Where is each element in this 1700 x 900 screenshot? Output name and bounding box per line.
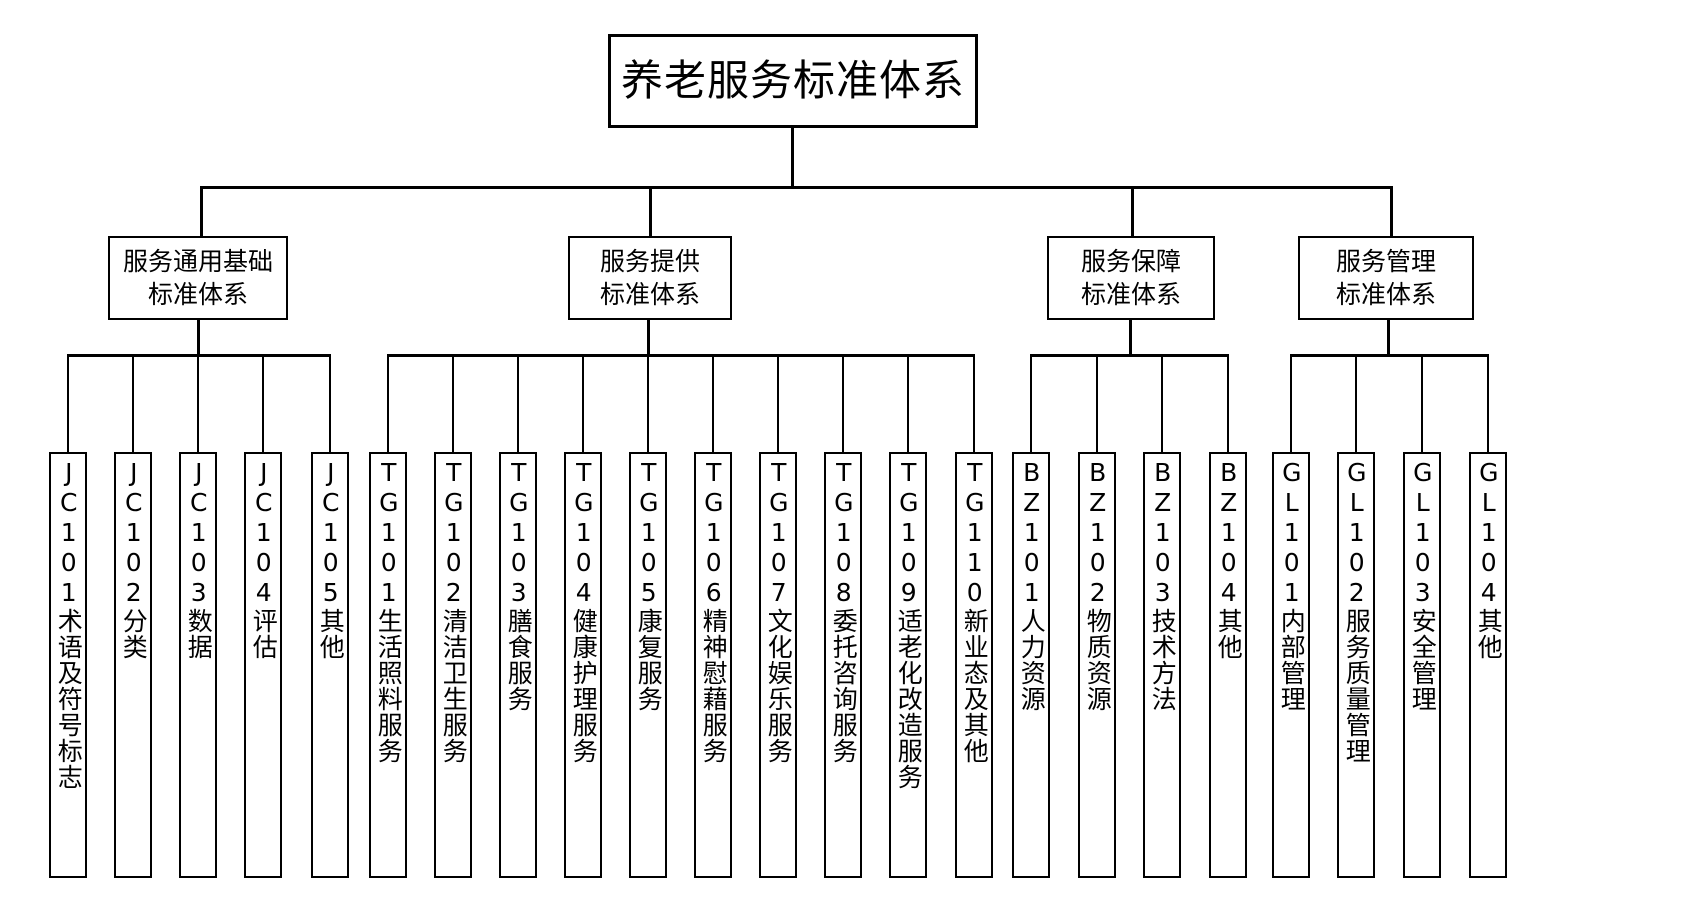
leaf-node-bz103-label: BZ103技术方法 [1148,458,1178,712]
leaf-node-jc102[interactable]: JC102分类 [114,452,152,878]
leaf-node-jc101-label: JC101术语及符号标志 [54,458,84,790]
connector-root-bus [200,186,1393,189]
leaf-node-jc104[interactable]: JC104评估 [244,452,282,878]
root-node[interactable]: 养老服务标准体系 [608,34,978,128]
branch-node-bz[interactable]: 服务保障 标准体系 [1047,236,1215,320]
leaf-node-gl102-label: GL102服务质量管理 [1342,458,1372,764]
connector-tg-drop-1 [387,354,389,452]
leaf-node-tg106-label: TG106精神慰藉服务 [699,458,729,764]
leaf-node-tg108[interactable]: TG108委托咨询服务 [824,452,862,878]
connector-tg-drop-7 [777,354,779,452]
leaf-node-jc105-label: JC105其他 [316,458,346,660]
leaf-node-tg107[interactable]: TG107文化娱乐服务 [759,452,797,878]
leaf-node-jc104-label: JC104评估 [249,458,279,660]
branch-node-jc[interactable]: 服务通用基础 标准体系 [108,236,288,320]
connector-root-drop-gl [1390,186,1393,236]
branch-node-jc-label: 服务通用基础 标准体系 [122,247,273,309]
leaf-node-gl102[interactable]: GL102服务质量管理 [1337,452,1375,878]
leaf-node-tg107-label: TG107文化娱乐服务 [764,458,794,764]
connector-gl-bus [1290,354,1489,357]
branch-node-gl-label: 服务管理 标准体系 [1335,247,1436,309]
connector-tg-drop-6 [712,354,714,452]
leaf-node-gl103-label: GL103安全管理 [1408,458,1438,712]
branch-node-tg[interactable]: 服务提供 标准体系 [568,236,732,320]
connector-gl-drop-1 [1290,354,1292,452]
leaf-node-bz101-label: BZ101人力资源 [1017,458,1047,712]
leaf-node-tg101[interactable]: TG101生活照料服务 [369,452,407,878]
connector-gl-stem [1387,320,1390,356]
connector-bz-drop-2 [1096,354,1098,452]
leaf-node-tg109-label: TG109适老化改造服务 [894,458,924,790]
connector-tg-drop-10 [973,354,975,452]
leaf-node-tg110[interactable]: TG110新业态及其他 [955,452,993,878]
leaf-node-bz101[interactable]: BZ101人力资源 [1012,452,1050,878]
connector-tg-bus [387,354,975,357]
branch-node-bz-label: 服务保障 标准体系 [1080,247,1181,309]
leaf-node-bz103[interactable]: BZ103技术方法 [1143,452,1181,878]
connector-jc-drop-1 [67,354,69,452]
leaf-node-gl101-label: GL101内部管理 [1277,458,1307,712]
leaf-node-tg104[interactable]: TG104健康护理服务 [564,452,602,878]
connector-bz-drop-4 [1227,354,1229,452]
connector-tg-drop-8 [842,354,844,452]
leaf-node-bz104[interactable]: BZ104其他 [1209,452,1247,878]
connector-bz-drop-3 [1161,354,1163,452]
connector-tg-drop-2 [452,354,454,452]
connector-tg-stem [647,320,650,356]
leaf-node-tg103-label: TG103膳食服务 [504,458,534,712]
connector-gl-drop-3 [1421,354,1423,452]
connector-tg-drop-9 [907,354,909,452]
connector-jc-stem [197,320,200,356]
leaf-node-tg104-label: TG104健康护理服务 [569,458,599,764]
leaf-node-tg105-label: TG105康复服务 [634,458,664,712]
connector-root-drop-tg [649,186,652,236]
connector-jc-drop-2 [132,354,134,452]
leaf-node-jc101[interactable]: JC101术语及符号标志 [49,452,87,878]
connector-bz-bus [1030,354,1229,357]
connector-jc-bus [67,354,331,357]
leaf-node-tg108-label: TG108委托咨询服务 [829,458,859,764]
connector-jc-drop-5 [329,354,331,452]
connector-root-drop-jc [200,186,203,236]
leaf-node-bz102[interactable]: BZ102物质资源 [1078,452,1116,878]
leaf-node-tg109[interactable]: TG109适老化改造服务 [889,452,927,878]
connector-gl-drop-2 [1355,354,1357,452]
leaf-node-tg102[interactable]: TG102清洁卫生服务 [434,452,472,878]
leaf-node-tg101-label: TG101生活照料服务 [374,458,404,764]
leaf-node-tg110-label: TG110新业态及其他 [960,458,990,764]
branch-node-tg-label: 服务提供 标准体系 [599,247,700,309]
connector-gl-drop-4 [1487,354,1489,452]
connector-root-drop-bz [1131,186,1134,236]
connector-tg-drop-5 [647,354,649,452]
leaf-node-gl104[interactable]: GL104其他 [1469,452,1507,878]
leaf-node-jc102-label: JC102分类 [119,458,149,660]
leaf-node-jc103[interactable]: JC103数据 [179,452,217,878]
connector-tg-drop-4 [582,354,584,452]
leaf-node-bz102-label: BZ102物质资源 [1083,458,1113,712]
leaf-node-jc105[interactable]: JC105其他 [311,452,349,878]
connector-tg-drop-3 [517,354,519,452]
connector-root-stem [791,128,794,188]
leaf-node-bz104-label: BZ104其他 [1214,458,1244,660]
leaf-node-jc103-label: JC103数据 [184,458,214,660]
connector-jc-drop-3 [197,354,199,452]
leaf-node-gl104-label: GL104其他 [1474,458,1504,660]
connector-bz-drop-1 [1030,354,1032,452]
leaf-node-gl101[interactable]: GL101内部管理 [1272,452,1310,878]
branch-node-gl[interactable]: 服务管理 标准体系 [1298,236,1474,320]
connector-bz-stem [1129,320,1132,356]
leaf-node-gl103[interactable]: GL103安全管理 [1403,452,1441,878]
leaf-node-tg102-label: TG102清洁卫生服务 [439,458,469,764]
connector-jc-drop-4 [262,354,264,452]
leaf-node-tg105[interactable]: TG105康复服务 [629,452,667,878]
root-node-label: 养老服务标准体系 [620,55,965,105]
leaf-node-tg106[interactable]: TG106精神慰藉服务 [694,452,732,878]
leaf-node-tg103[interactable]: TG103膳食服务 [499,452,537,878]
